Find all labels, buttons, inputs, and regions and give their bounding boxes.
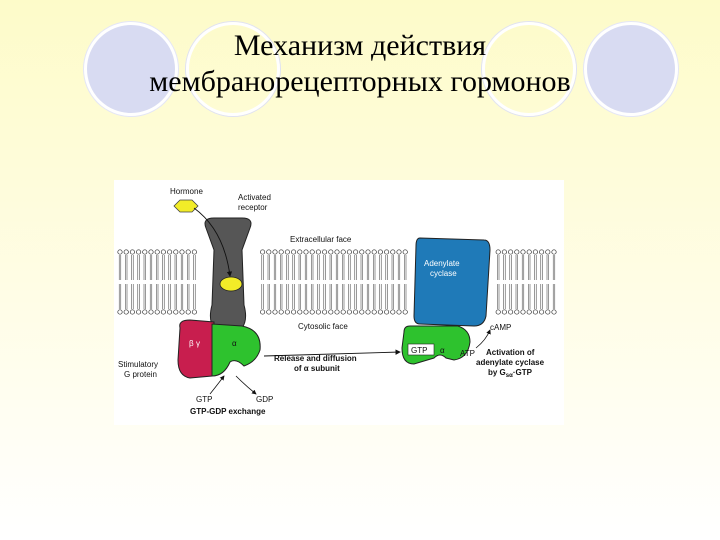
decor-circle-left: [84, 22, 178, 116]
alpha-right-label: α: [440, 346, 445, 355]
decor-circle-right: [584, 22, 678, 116]
g-protein-diagram: β γ α Adenylate cyclase GTP α Hormone Ac…: [114, 180, 564, 425]
extracellular-face-label: Extracellular face: [290, 235, 352, 244]
lipid-bilayer: [117, 249, 557, 315]
activation-label-1: Activation of: [486, 348, 535, 357]
g-alpha-subunit-bound: [211, 323, 261, 377]
gtp-left-label: GTP: [196, 395, 212, 404]
alpha-left-label: α: [232, 339, 237, 348]
camp-arrow: [475, 329, 491, 349]
gtp-in-arrow: [209, 375, 225, 395]
hormone-molecule: [173, 199, 199, 213]
g-protein-beta-gamma: [177, 319, 215, 379]
adenylate-cyclase-label-1: Adenylate: [424, 259, 460, 268]
title-line-1: Механизм действия: [233, 29, 487, 62]
decor-circle-left-outline: [186, 22, 280, 116]
cytosolic-face-label: Cytosolic face: [298, 322, 348, 331]
diagram-svg: β γ α Adenylate cyclase GTP α Hormone Ac…: [117, 187, 557, 416]
title-line-2: мембранорецепторных гормонов: [149, 65, 571, 98]
gtp-box-right: [407, 343, 435, 356]
receptor-binding-site: [219, 276, 243, 292]
gdp-out-arrow: [235, 375, 257, 395]
release-label-2: of α subunit: [294, 364, 340, 373]
slide-title: Механизм действия мембранорецепторных го…: [0, 28, 720, 100]
gtp-gdp-exchange-label: GTP-GDP exchange: [190, 407, 266, 416]
adenylate-cyclase-label-2: cyclase: [430, 269, 457, 278]
release-label-1: Release and diffusion: [274, 354, 357, 363]
stimulatory-label-1: Stimulatory: [118, 360, 158, 369]
stimulatory-label-2: G protein: [124, 370, 157, 379]
hormone-arrow: [193, 207, 233, 277]
decor-circle-right-outline: [482, 22, 576, 116]
hormone-label: Hormone: [170, 187, 203, 196]
beta-label: β: [189, 339, 194, 348]
activated-receptor-label-2: receptor: [238, 203, 268, 212]
camp-label: cAMP: [490, 323, 511, 332]
activated-receptor: [204, 217, 252, 329]
activated-receptor-label-1: Activated: [238, 193, 271, 202]
adenylate-cyclase: [413, 237, 491, 327]
gtp-right-label: GTP: [411, 346, 427, 355]
release-arrow: [263, 349, 401, 357]
activation-label-3: by Gsα·GTP: [488, 368, 533, 379]
gamma-label: γ: [196, 339, 200, 348]
atp-label: ATP: [460, 349, 475, 358]
activation-label-2: adenylate cyclase: [476, 358, 545, 367]
gdp-label: GDP: [256, 395, 273, 404]
